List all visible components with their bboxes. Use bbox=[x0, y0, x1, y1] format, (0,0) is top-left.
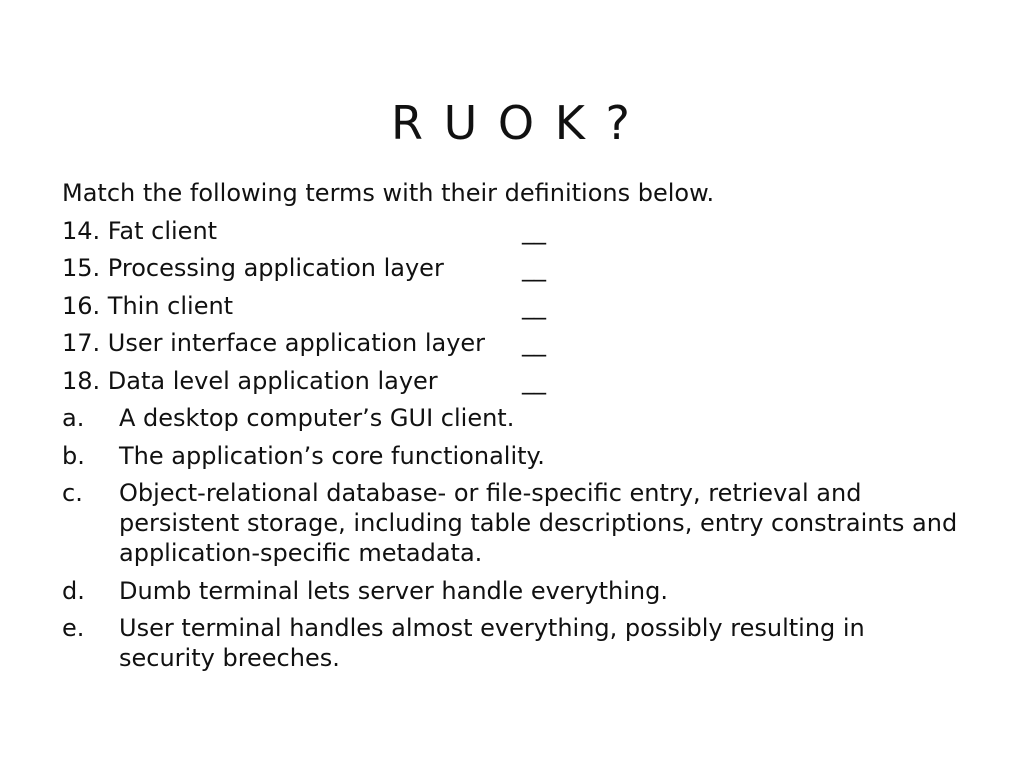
term-item: 16. Thin client __ bbox=[62, 291, 962, 321]
definition-item: e. User terminal handles almost everythi… bbox=[62, 613, 962, 673]
definition-letter: e. bbox=[62, 614, 85, 642]
instruction-text: Match the following terms with their def… bbox=[62, 179, 715, 207]
definition-item: b. The application’s core functionality. bbox=[62, 441, 962, 471]
definition-item: c. Object-relational database- or file-s… bbox=[62, 478, 962, 568]
definition-text: User terminal handles almost everything,… bbox=[119, 614, 865, 672]
definition-letter: d. bbox=[62, 576, 85, 605]
answer-blank: __ bbox=[522, 291, 546, 320]
slide-title: R U O K ? bbox=[391, 95, 633, 150]
answer-blank: __ bbox=[522, 216, 546, 245]
answer-blank: __ bbox=[522, 254, 546, 282]
definition-text: Dumb terminal lets server handle everyth… bbox=[119, 576, 668, 605]
answer-blank: __ bbox=[522, 366, 546, 395]
answer-blank: __ bbox=[522, 329, 546, 357]
term-label: 18. Data level application layer bbox=[62, 366, 438, 395]
definition-text: A desktop computer’s GUI client. bbox=[119, 404, 515, 432]
term-label: 16. Thin client bbox=[62, 291, 234, 320]
term-label: 15. Processing application layer bbox=[62, 254, 444, 282]
definition-item: d. Dumb terminal lets server handle ever… bbox=[62, 576, 962, 606]
term-item: 15. Processing application layer __ bbox=[62, 253, 962, 283]
definition-item: a. A desktop computer’s GUI client. bbox=[62, 403, 962, 433]
definition-letter: c. bbox=[62, 479, 83, 507]
term-item: 18. Data level application layer __ bbox=[62, 366, 962, 396]
slide-body: Match the following terms with their def… bbox=[62, 178, 962, 681]
term-item: 17. User interface application layer __ bbox=[62, 328, 962, 358]
term-label: 17. User interface application layer bbox=[62, 329, 486, 357]
definition-text: Object-relational database- or file-spec… bbox=[119, 479, 958, 567]
term-item: 14. Fat client __ bbox=[62, 216, 962, 246]
definition-letter: a. bbox=[62, 404, 85, 432]
definition-letter: b. bbox=[62, 441, 85, 470]
definition-text: The application’s core functionality. bbox=[119, 441, 545, 470]
term-label: 14. Fat client bbox=[62, 216, 218, 245]
